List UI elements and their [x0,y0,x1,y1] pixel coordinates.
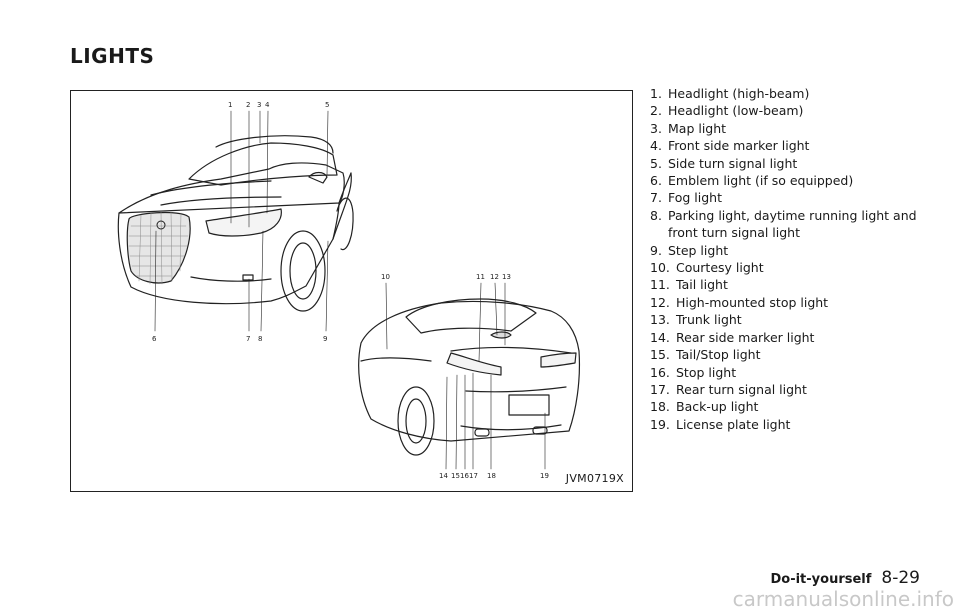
legend-item: 11.Tail light [650,277,728,293]
callout-18: 18 [487,472,496,480]
callout-11: 11 [476,273,485,281]
callout-15: 15 [451,472,460,480]
callout-7: 7 [246,335,250,343]
callout-12: 12 [490,273,499,281]
legend-item: 12.High-mounted stop light [650,294,829,310]
callout-1: 1 [228,101,232,109]
legend-item: 1.Headlight (high-beam) [650,86,810,101]
callout-17: 17 [469,472,478,480]
callout-2: 2 [246,101,250,109]
callout-19: 19 [540,472,549,480]
car-illustration: 1 2 3 4 5 6 7 8 9 [117,101,580,480]
callout-8: 8 [258,335,262,343]
legend-item: 9.Step light [650,242,729,258]
figure-code: JVM0719X [565,472,624,485]
callout-13: 13 [502,273,511,281]
legend-item: 6.Emblem light (if so equipped) [650,173,854,189]
legend-item: 14.Rear side marker light [650,329,815,345]
front-car-drawing: 1 2 3 4 5 6 7 8 9 [117,101,354,343]
legend-item: 2.Headlight (low-beam) [650,103,804,119]
callout-14: 14 [439,472,448,480]
legend-item: 15.Tail/Stop light [650,347,761,363]
section-title: LIGHTS [70,44,155,68]
callout-5: 5 [325,101,329,109]
callout-4: 4 [265,101,270,109]
legend-item: 17.Rear turn signal light [650,381,807,397]
rear-car-drawing: 10 11 12 13 14 15 16 17 18 19 [358,273,580,480]
watermark: carmanualsonline.info [732,587,954,611]
legend-item: 10.Courtesy light [650,260,764,276]
callout-10: 10 [381,273,390,281]
page-number: 8-29 [881,568,920,588]
legend-item: 13.Trunk light [650,312,742,328]
footer-section: Do-it-yourself [770,572,872,587]
legend-item: 16.Stop light [650,364,737,380]
callout-6: 6 [152,335,157,343]
callout-9: 9 [323,335,327,343]
legend-item: 19.License plate light [650,416,791,432]
callout-3: 3 [257,101,261,109]
legend-item: 7.Fog light [650,190,723,206]
legend-item: 8.Parking light, daytime running light a… [650,207,917,241]
lights-figure: 1 2 3 4 5 6 7 8 9 [70,90,633,492]
legend-item: 3.Map light [650,120,727,136]
legend-item: 4.Front side marker light [650,138,810,154]
lights-legend: 1.Headlight (high-beam) 2.Headlight (low… [650,85,950,433]
callout-16: 16 [460,472,469,480]
page-footer: Do-it-yourself 8-29 [770,568,920,588]
legend-item: 5.Side turn signal light [650,155,798,171]
legend-item: 18.Back-up light [650,399,759,415]
